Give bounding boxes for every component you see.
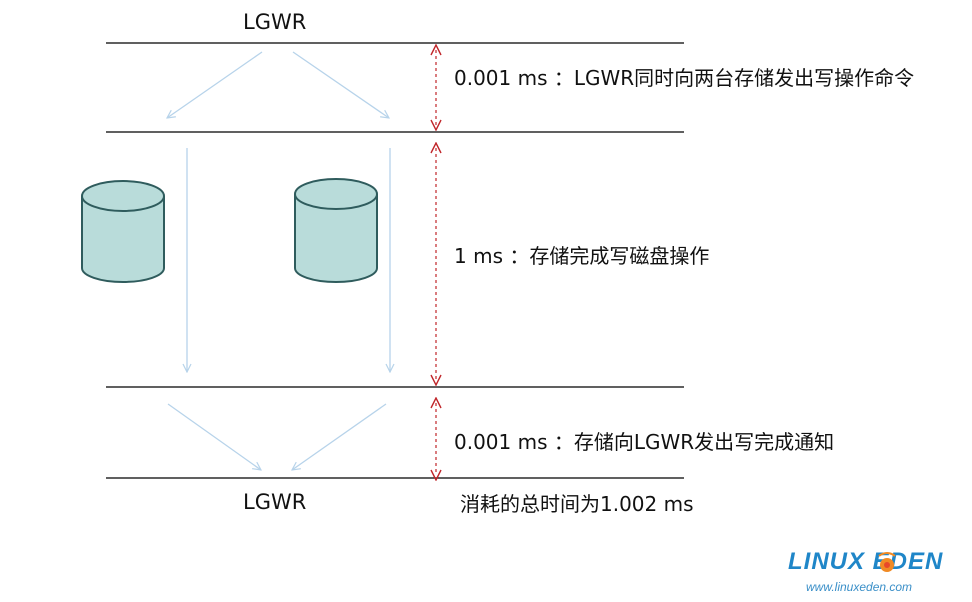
logo-mark-icon (878, 552, 896, 572)
total-time-note: 消耗的总时间为1.002 ms (460, 492, 694, 516)
storage-cylinder-right (294, 178, 378, 283)
notify-arrow-left (167, 403, 261, 470)
lgwr-bottom-label: LGWR (243, 490, 307, 514)
phase1-note: 0.001 ms ：LGWR同时向两台存储发出写操作命令 (454, 66, 915, 90)
linuxeden-logo: LINUX EDEN www.linuxeden.com (788, 548, 966, 598)
phase2-note: 1 ms ：存储完成写磁盘操作 (454, 244, 710, 268)
lgwr-top-label: LGWR (243, 10, 307, 34)
command-arrow-right (292, 51, 389, 118)
logo-main-text: LINUX EDEN (788, 548, 944, 575)
command-arrow-left (167, 51, 263, 118)
logo-url-text: www.linuxeden.com (806, 580, 913, 594)
notify-arrow-right (292, 403, 387, 470)
storage-cylinder-left (81, 180, 165, 283)
phase3-note: 0.001 ms ：存储向LGWR发出写完成通知 (454, 430, 835, 454)
